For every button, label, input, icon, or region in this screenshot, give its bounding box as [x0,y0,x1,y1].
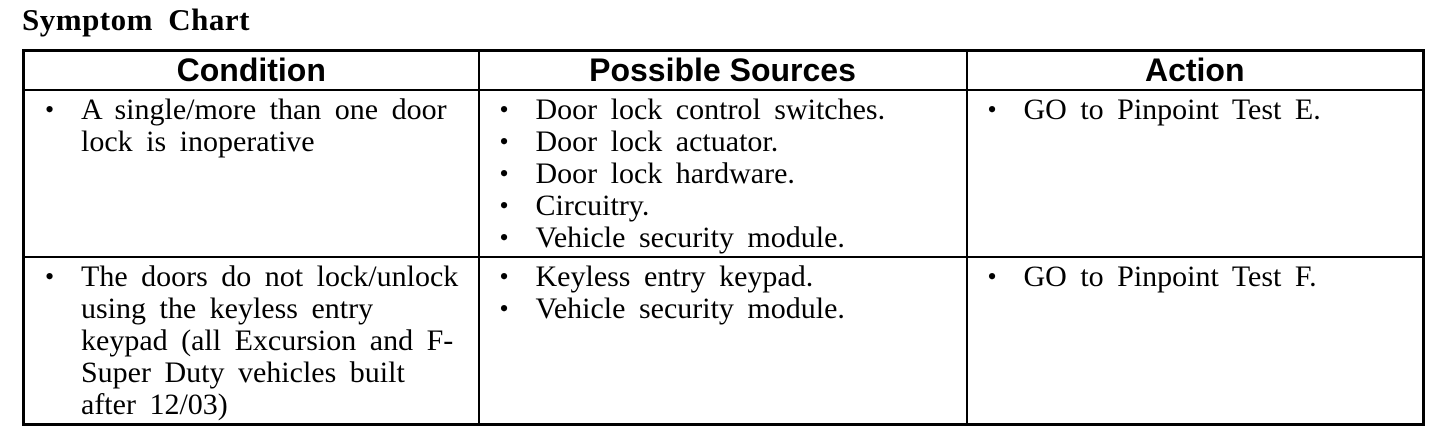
bullet-icon: • [499,191,509,220]
column-header-action: Action [965,49,1425,91]
list-item-text: Door lock actuator. [535,125,779,158]
table-row: • A single/more than one door lock is in… [22,89,1425,258]
list-item-text: Circuitry. [535,189,650,222]
list-item: • Circuitry. [498,190,956,222]
condition-list: • The doors do not lock/unlock using the… [43,261,468,421]
column-header-possible-sources: Possible Sources [477,49,968,91]
list-item: • GO to Pinpoint Test F. [986,261,1413,293]
bullet-icon: • [45,262,55,291]
bullet-icon: • [499,223,509,252]
bullet-icon: • [987,262,997,291]
bullet-icon: • [499,262,509,291]
list-item: • Vehicle security module. [498,293,956,325]
bullet-icon: • [499,159,509,188]
list-item-text: Keyless entry keypad. [535,260,814,293]
condition-cell: • The doors do not lock/unlock using the… [22,256,480,426]
list-item: • Door lock actuator. [498,126,956,158]
list-item: • GO to Pinpoint Test E. [986,94,1413,126]
action-list: • GO to Pinpoint Test F. [986,261,1413,293]
sources-cell: • Door lock control switches. • Door loc… [477,89,968,258]
bullet-icon: • [987,95,997,124]
sources-list: • Door lock control switches. • Door loc… [498,94,956,254]
action-cell: • GO to Pinpoint Test E. [965,89,1425,258]
list-item: • The doors do not lock/unlock using the… [43,261,468,421]
bullet-icon: • [499,127,509,156]
list-item: • A single/more than one door lock is in… [43,94,468,158]
list-item-text: GO to Pinpoint Test F. [1023,260,1317,293]
bullet-icon: • [499,294,509,323]
table-row: • The doors do not lock/unlock using the… [22,256,1425,426]
bullet-icon: • [499,95,509,124]
list-item: • Vehicle security module. [498,222,956,254]
table-header-row: Condition Possible Sources Action [22,49,1425,91]
bullet-icon: • [45,95,55,124]
list-item-text: A single/more than one door lock is inop… [81,93,447,158]
list-item: • Door lock control switches. [498,94,956,126]
list-item-text: Vehicle security module. [535,292,845,325]
column-header-condition: Condition [22,49,480,91]
sources-cell: • Keyless entry keypad. • Vehicle securi… [477,256,968,426]
condition-list: • A single/more than one door lock is in… [43,94,468,158]
action-list: • GO to Pinpoint Test E. [986,94,1413,126]
list-item: • Door lock hardware. [498,158,956,190]
list-item-text: Door lock control switches. [535,93,886,126]
symptom-chart-table: Condition Possible Sources Action • A si… [22,49,1425,426]
list-item-text: Vehicle security module. [535,221,845,254]
action-cell: • GO to Pinpoint Test F. [965,256,1425,426]
sources-list: • Keyless entry keypad. • Vehicle securi… [498,261,956,325]
page-title: Symptom Chart [22,2,250,37]
condition-cell: • A single/more than one door lock is in… [22,89,480,258]
list-item: • Keyless entry keypad. [498,261,956,293]
list-item-text: GO to Pinpoint Test E. [1023,93,1321,126]
list-item-text: Door lock hardware. [535,157,795,190]
list-item-text: The doors do not lock/unlock using the k… [81,260,459,421]
